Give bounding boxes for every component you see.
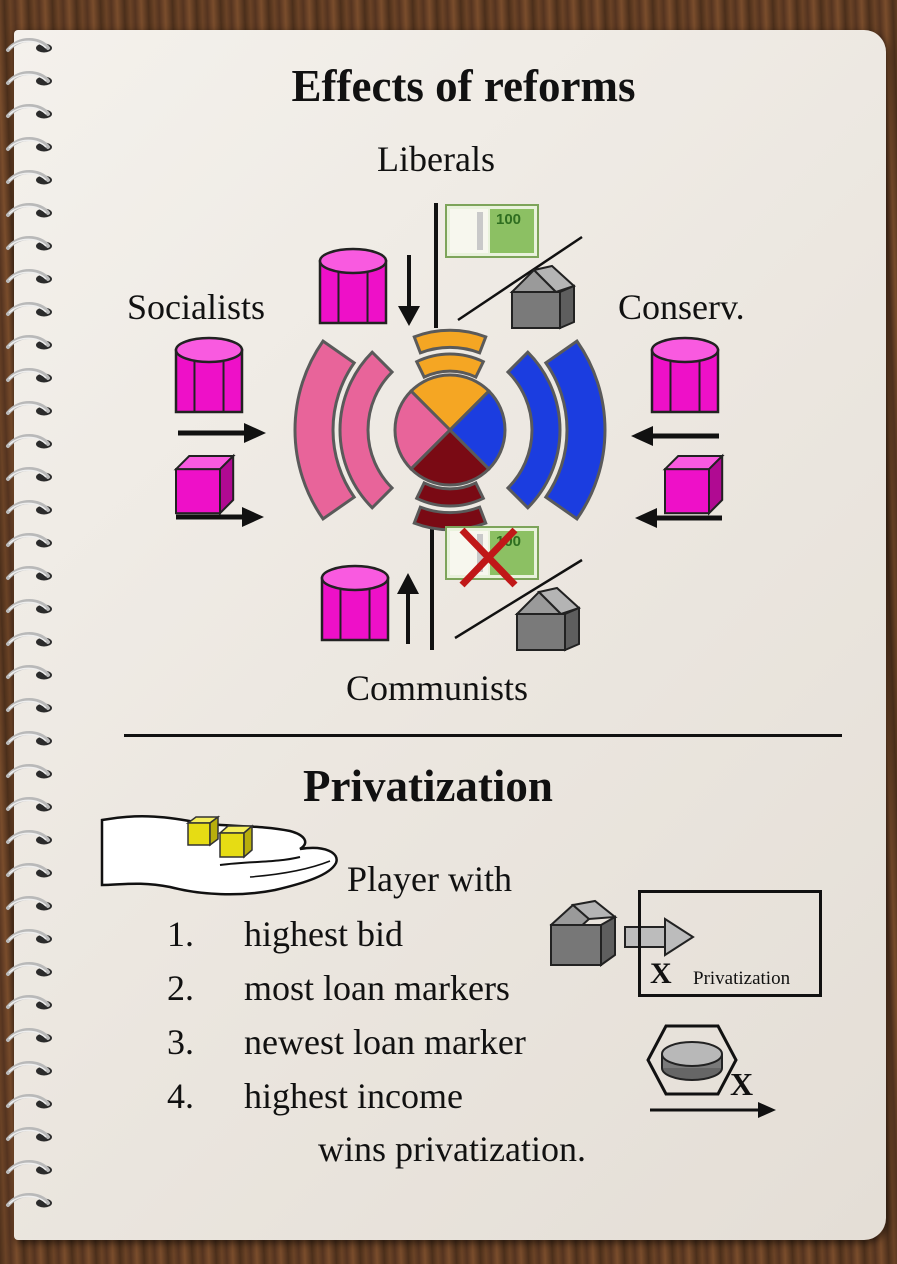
arrow-left-icon [631,426,653,446]
communists-effects [397,525,583,650]
house-icon [509,264,576,330]
pink-cylinder-icon [650,336,720,414]
criteria-number: 3. [167,1022,194,1062]
player-with-text: Player with [347,859,512,899]
criteria-number: 1. [167,914,194,954]
arrow-right-icon [758,1102,776,1118]
pink-cylinder-icon [318,247,388,325]
criteria-text: highest income [244,1076,463,1116]
game-pieces [173,247,725,652]
liberals-effects [398,203,583,328]
label-liberals: Liberals [377,139,495,179]
privatization-title: Privatization [303,761,553,811]
criteria-text: newest loan marker [244,1022,526,1062]
pink-cylinder-icon [174,336,244,414]
pink-cube-icon [173,453,236,516]
yellow-cube-icon [185,815,221,847]
criteria-text: highest bid [244,914,403,954]
privatization-box-label: Privatization [693,968,791,989]
privatization-box [638,890,822,997]
label-conservatives: Conserv. [618,287,745,327]
label-communists: Communists [346,668,529,708]
pink-cylinder-icon [320,564,390,642]
arrow-down-icon [398,306,420,326]
spiral-binding [6,38,52,1208]
label-socialists: Socialists [127,287,266,327]
conservatives-arrows [631,426,722,528]
house-icon [549,899,618,967]
banknote-crossed-icon: 100 [445,526,539,588]
arrow-right-icon [242,507,264,527]
track-x: X [730,1066,754,1102]
yellow-cube-icon [218,824,254,859]
pink-cube-icon [662,453,725,516]
coin-icon [661,1041,723,1067]
parliament-arcs [293,328,607,532]
hexagon-icon [646,1024,738,1096]
criteria-number: 2. [167,968,194,1008]
svg-text:100: 100 [496,211,521,228]
arrow-right-icon [624,917,695,957]
wins-privatization-text: wins privatization. [318,1129,586,1169]
privatization-box-x: X [650,957,672,990]
socialists-arrows [176,423,266,527]
arrow-up-icon [397,573,419,594]
parliament-diagram: 100 100 [173,203,725,652]
banknote-icon: 100 [445,204,539,258]
house-icon [514,586,581,652]
arrow-right-icon [244,423,266,443]
section-divider [124,734,842,737]
criteria-number: 4. [167,1076,194,1116]
effects-title: Effects of reforms [291,61,636,111]
house-to-box-icon [549,899,695,967]
loan-marker-track-icon [646,1024,776,1118]
criteria-text: most loan markers [244,968,510,1008]
hand-icon [100,815,338,896]
arrow-left-icon [635,508,657,528]
